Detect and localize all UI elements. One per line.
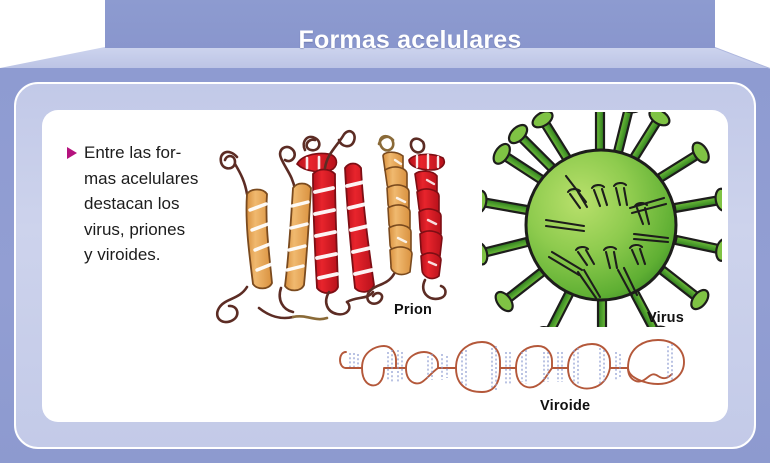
virus-label: Virus [647,310,685,326]
alpha-helix-tan [366,134,413,305]
banner-bevel [0,47,770,69]
triangle-right-bullet-icon [67,147,77,159]
bullet-item: Entre las for- mas acelulares destacan l… [67,140,247,268]
alpha-helix-red [408,137,447,301]
bullet-text: Entre las for- mas acelulares destacan l… [84,143,199,264]
beta-strand-tan-2 [284,182,312,292]
virus-spikes-front [544,174,670,300]
beta-strand-red-1 [312,168,339,295]
banner-top-bar [105,0,715,48]
viroide-base-pairs [349,344,673,390]
virus-capsid [524,148,678,302]
beta-strand-tan-1 [245,188,274,290]
prion-label: Prion [394,302,433,318]
viroide-illustration [332,328,702,398]
viroide-label: Viroide [540,398,591,414]
content-card: Entre las for- mas acelulares destacan l… [42,110,728,422]
beta-strand-red-2 [344,162,375,293]
prion-illustration [197,112,447,327]
page-title: Formas acelulares [298,26,522,55]
virus-illustration [470,110,728,356]
viroide-strand [339,339,685,393]
